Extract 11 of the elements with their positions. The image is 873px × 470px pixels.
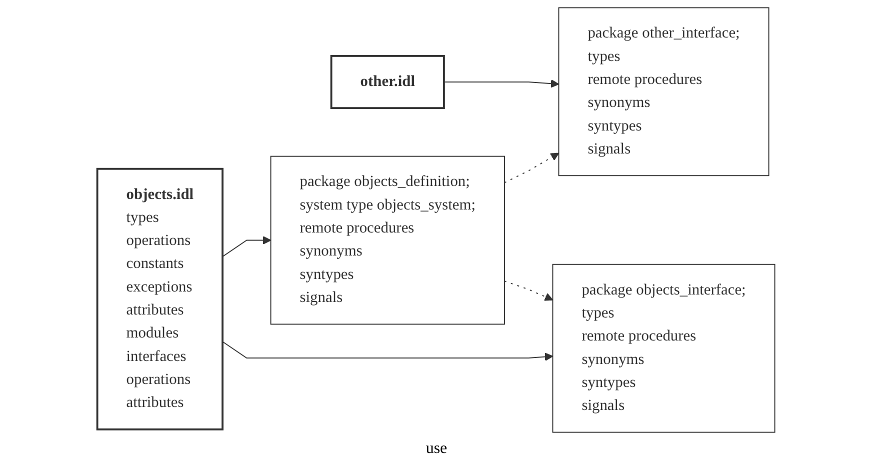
arrow bbox=[222, 341, 554, 362]
node-box: package objects_interface; types remote procedures synonyms syntypes signals bbox=[552, 264, 776, 433]
arrow bbox=[222, 236, 272, 258]
node-box: other.idl bbox=[330, 55, 446, 110]
arrow bbox=[504, 152, 560, 184]
node-box: package objects_definition; system type objects_system; remote procedures synonyms syntypes signals bbox=[270, 156, 506, 325]
note-text: use bbox=[426, 440, 448, 457]
arrow bbox=[444, 79, 560, 88]
node-box: objects.idl types operations constants exceptions attributes modules interfaces operations attributes bbox=[96, 168, 224, 430]
node-box: package other_interface; types remote procedures synonyms syntypes signals bbox=[558, 7, 770, 176]
arrow bbox=[504, 280, 554, 301]
